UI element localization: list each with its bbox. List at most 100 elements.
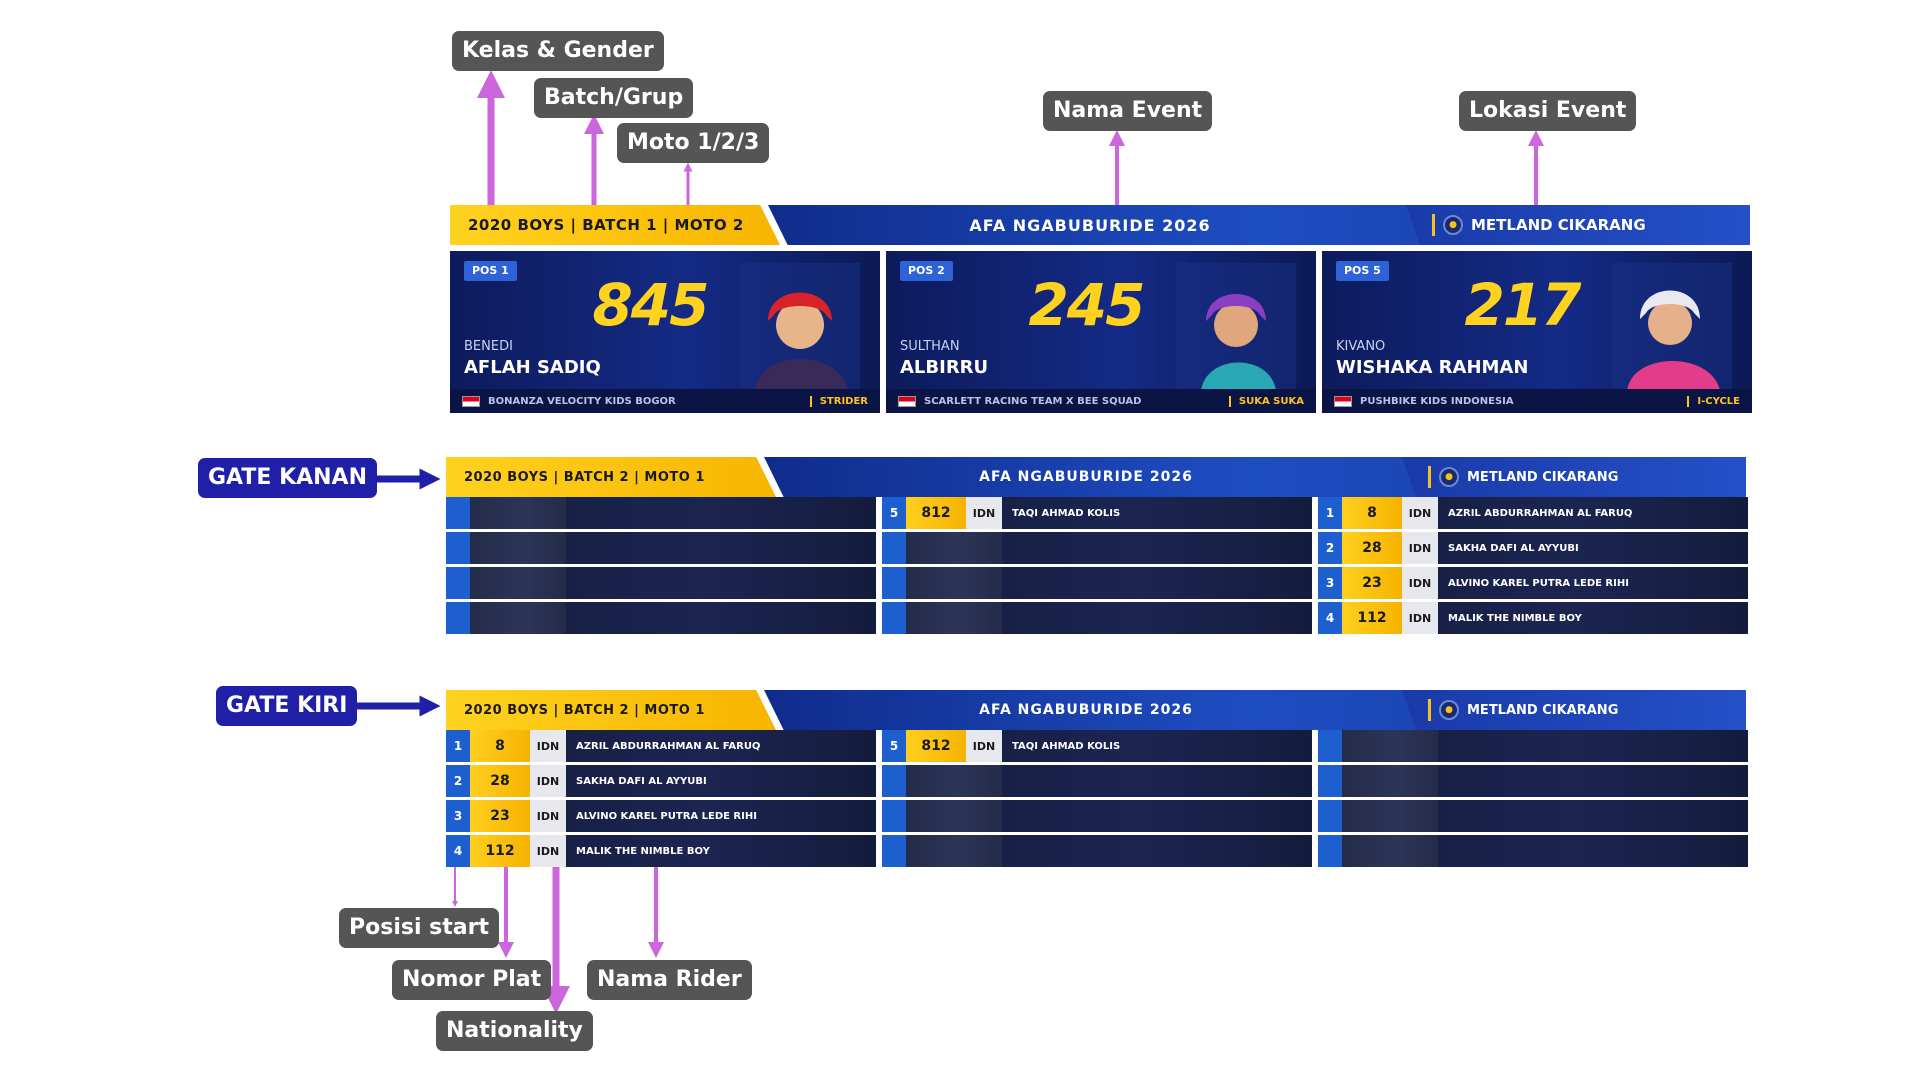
event-location: ● METLAND CIKARANG — [1406, 690, 1746, 730]
location-divider — [1428, 466, 1431, 488]
plate-number: 217 — [1464, 271, 1581, 339]
rider-first-name: KIVANO — [1336, 339, 1386, 354]
rider-name: ALVINO KAREL PUTRA LEDE RIHI — [576, 810, 757, 822]
start-position: 4 — [1318, 602, 1342, 634]
location-divider — [1432, 214, 1435, 236]
empty-row — [1318, 765, 1748, 797]
nationality: IDN — [530, 730, 566, 762]
empty-plate-slot — [906, 835, 1002, 867]
gate-left-header: 2020 BOYS | BATCH 2 | MOTO 1 AFA NGABUBU… — [446, 690, 1746, 730]
class-batch-moto: 2020 BOYS | BATCH 2 | MOTO 1 — [464, 702, 705, 718]
start-position-empty — [1318, 800, 1342, 832]
start-position-empty — [446, 497, 470, 529]
indonesia-flag-icon — [1334, 395, 1352, 407]
rider-body — [755, 358, 848, 391]
location-divider — [1428, 699, 1431, 721]
nationality: IDN — [530, 765, 566, 797]
empty-plate-slot — [1342, 730, 1438, 762]
location-banner — [1402, 457, 1746, 497]
pos-tag: POS 1 — [464, 261, 517, 281]
label-rider-name: Nama Rider — [587, 960, 752, 1000]
class-banner — [450, 205, 780, 245]
rider-face — [1648, 301, 1692, 345]
empty-plate-slot — [470, 602, 566, 634]
plate-number: 812 — [906, 730, 966, 762]
rider-name: AZRIL ABDURRAHMAN AL FARUQ — [576, 740, 761, 752]
label-start-position: Posisi start — [339, 908, 499, 948]
empty-row — [446, 497, 876, 529]
label-batch-group: Batch/Grup — [534, 78, 694, 118]
team-name: SCARLETT RACING TEAM X BEE SQUAD — [924, 395, 1142, 407]
bike-brand: I-CYCLE — [1687, 395, 1740, 407]
rider-photo-icon — [740, 263, 860, 391]
start-position: 1 — [446, 730, 470, 762]
empty-row — [882, 835, 1312, 867]
start-position-empty — [446, 567, 470, 599]
event-name: AFA NGABUBURIDE 2026 — [979, 702, 1193, 718]
empty-row — [1318, 835, 1748, 867]
start-position-empty — [1318, 765, 1342, 797]
empty-row — [1318, 800, 1748, 832]
plate-number: 8 — [470, 730, 530, 762]
location-text: METLAND CIKARANG — [1467, 469, 1619, 485]
plate-number: 845 — [592, 271, 709, 339]
start-position-empty — [882, 800, 906, 832]
empty-row — [882, 532, 1312, 564]
rider-first-name: BENEDI — [464, 339, 513, 354]
nationality: IDN — [1402, 567, 1438, 599]
rider-photo-icon — [1612, 263, 1732, 391]
card-footer: PUSHBIKE KIDS INDONESIA I-CYCLE — [1322, 389, 1752, 413]
podium-header: 2020 BOYS | BATCH 1 | MOTO 2 AFA NGABUBU… — [450, 205, 1750, 245]
rider-name: SAKHA DAFI AL AYYUBI — [576, 775, 707, 787]
start-position-empty — [446, 532, 470, 564]
location-pin-icon: ● — [1439, 700, 1459, 720]
podium-card: POS 1 845 BENEDI AFLAH SADIQ BONANZA VEL… — [450, 251, 880, 413]
empty-row — [446, 567, 876, 599]
start-position-empty — [882, 532, 906, 564]
plate-number: 28 — [470, 765, 530, 797]
start-position-empty — [882, 835, 906, 867]
class-banner — [446, 457, 776, 497]
start-position-empty — [1318, 835, 1342, 867]
class-batch-moto: 2020 BOYS | BATCH 1 | MOTO 2 — [468, 216, 744, 234]
rider-name: AZRIL ABDURRAHMAN AL FARUQ — [1448, 507, 1633, 519]
pos-tag: POS 2 — [900, 261, 953, 281]
event-name: AFA NGABUBURIDE 2026 — [969, 215, 1211, 235]
team-name: BONANZA VELOCITY KIDS BOGOR — [488, 395, 676, 407]
start-position: 1 — [1318, 497, 1342, 529]
indonesia-flag-icon — [898, 395, 916, 407]
nationality: IDN — [1402, 602, 1438, 634]
empty-plate-slot — [470, 532, 566, 564]
rider-last-name: WISHAKA RAHMAN — [1336, 357, 1529, 378]
podium-card: POS 2 245 SULTHAN ALBIRRU SCARLETT RACIN… — [886, 251, 1316, 413]
card-footer: BONANZA VELOCITY KIDS BOGOR STRIDER — [450, 389, 880, 413]
plate-number: 23 — [470, 800, 530, 832]
label-class-gender: Kelas & Gender — [452, 31, 664, 71]
nationality: IDN — [966, 497, 1002, 529]
nationality: IDN — [1402, 532, 1438, 564]
plate-number: 28 — [1342, 532, 1402, 564]
plate-number: 112 — [470, 835, 530, 867]
plate-number: 112 — [1342, 602, 1402, 634]
label-moto: Moto 1/2/3 — [617, 123, 770, 163]
empty-row — [882, 800, 1312, 832]
start-position: 4 — [446, 835, 470, 867]
empty-plate-slot — [906, 532, 1002, 564]
rider-name: TAQI AHMAD KOLIS — [1012, 740, 1121, 752]
empty-row — [446, 532, 876, 564]
bike-brand: SUKA SUKA — [1228, 395, 1304, 407]
start-position: 3 — [446, 800, 470, 832]
nationality: IDN — [530, 835, 566, 867]
bike-brand: STRIDER — [809, 395, 868, 407]
rider-first-name: SULTHAN — [900, 339, 960, 354]
rider-helmet — [1640, 290, 1700, 319]
